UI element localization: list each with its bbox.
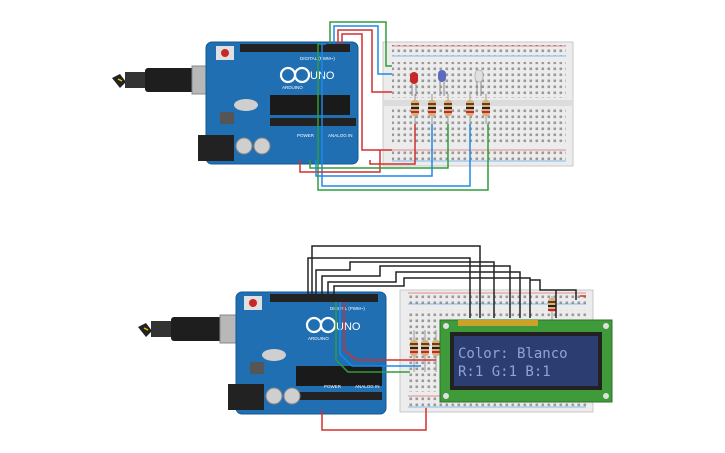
clear-led (474, 69, 484, 96)
breadboard (382, 41, 574, 167)
resistors (410, 296, 556, 372)
top-circuit: UNO ARDUINO DIGITAL (PWM~) POWER ANALOG … (112, 21, 574, 191)
analog-label: ANALOG IN (355, 384, 380, 389)
lcd-line-2: R:1 G:1 B:1 (458, 364, 551, 380)
analog-label: ANALOG IN (328, 133, 353, 138)
bottom-circuit: UNO ARDUINO DIGITAL (PWM~) POWER ANALOG … (138, 245, 613, 431)
red-led (410, 72, 418, 96)
lcd-line-1: Color: Blanco (458, 346, 568, 362)
arduino-board: UNO ARDUINO DIGITAL (PWM~) POWER ANALOG … (198, 41, 359, 165)
board-logo: ARDUINO (282, 85, 303, 90)
board-model: UNO (336, 321, 361, 333)
wires (307, 245, 586, 431)
wires (299, 21, 489, 191)
lcd-display: Color: Blanco R:1 G:1 B:1 (439, 319, 613, 403)
resistors (411, 94, 490, 124)
usb-cable (138, 314, 251, 344)
arduino-board: UNO ARDUINO DIGITAL (PWM~) POWER ANALOG … (228, 291, 387, 415)
board-logo: ARDUINO (308, 336, 329, 341)
digital-label: DIGITAL (PWM~) (330, 306, 365, 311)
arduino-logo-icon (279, 66, 311, 84)
lcd-screen (454, 336, 598, 386)
power-label: POWER (297, 133, 315, 138)
blue-led (438, 70, 446, 96)
power-label: POWER (324, 384, 342, 389)
arduino-logo-icon (305, 316, 337, 334)
